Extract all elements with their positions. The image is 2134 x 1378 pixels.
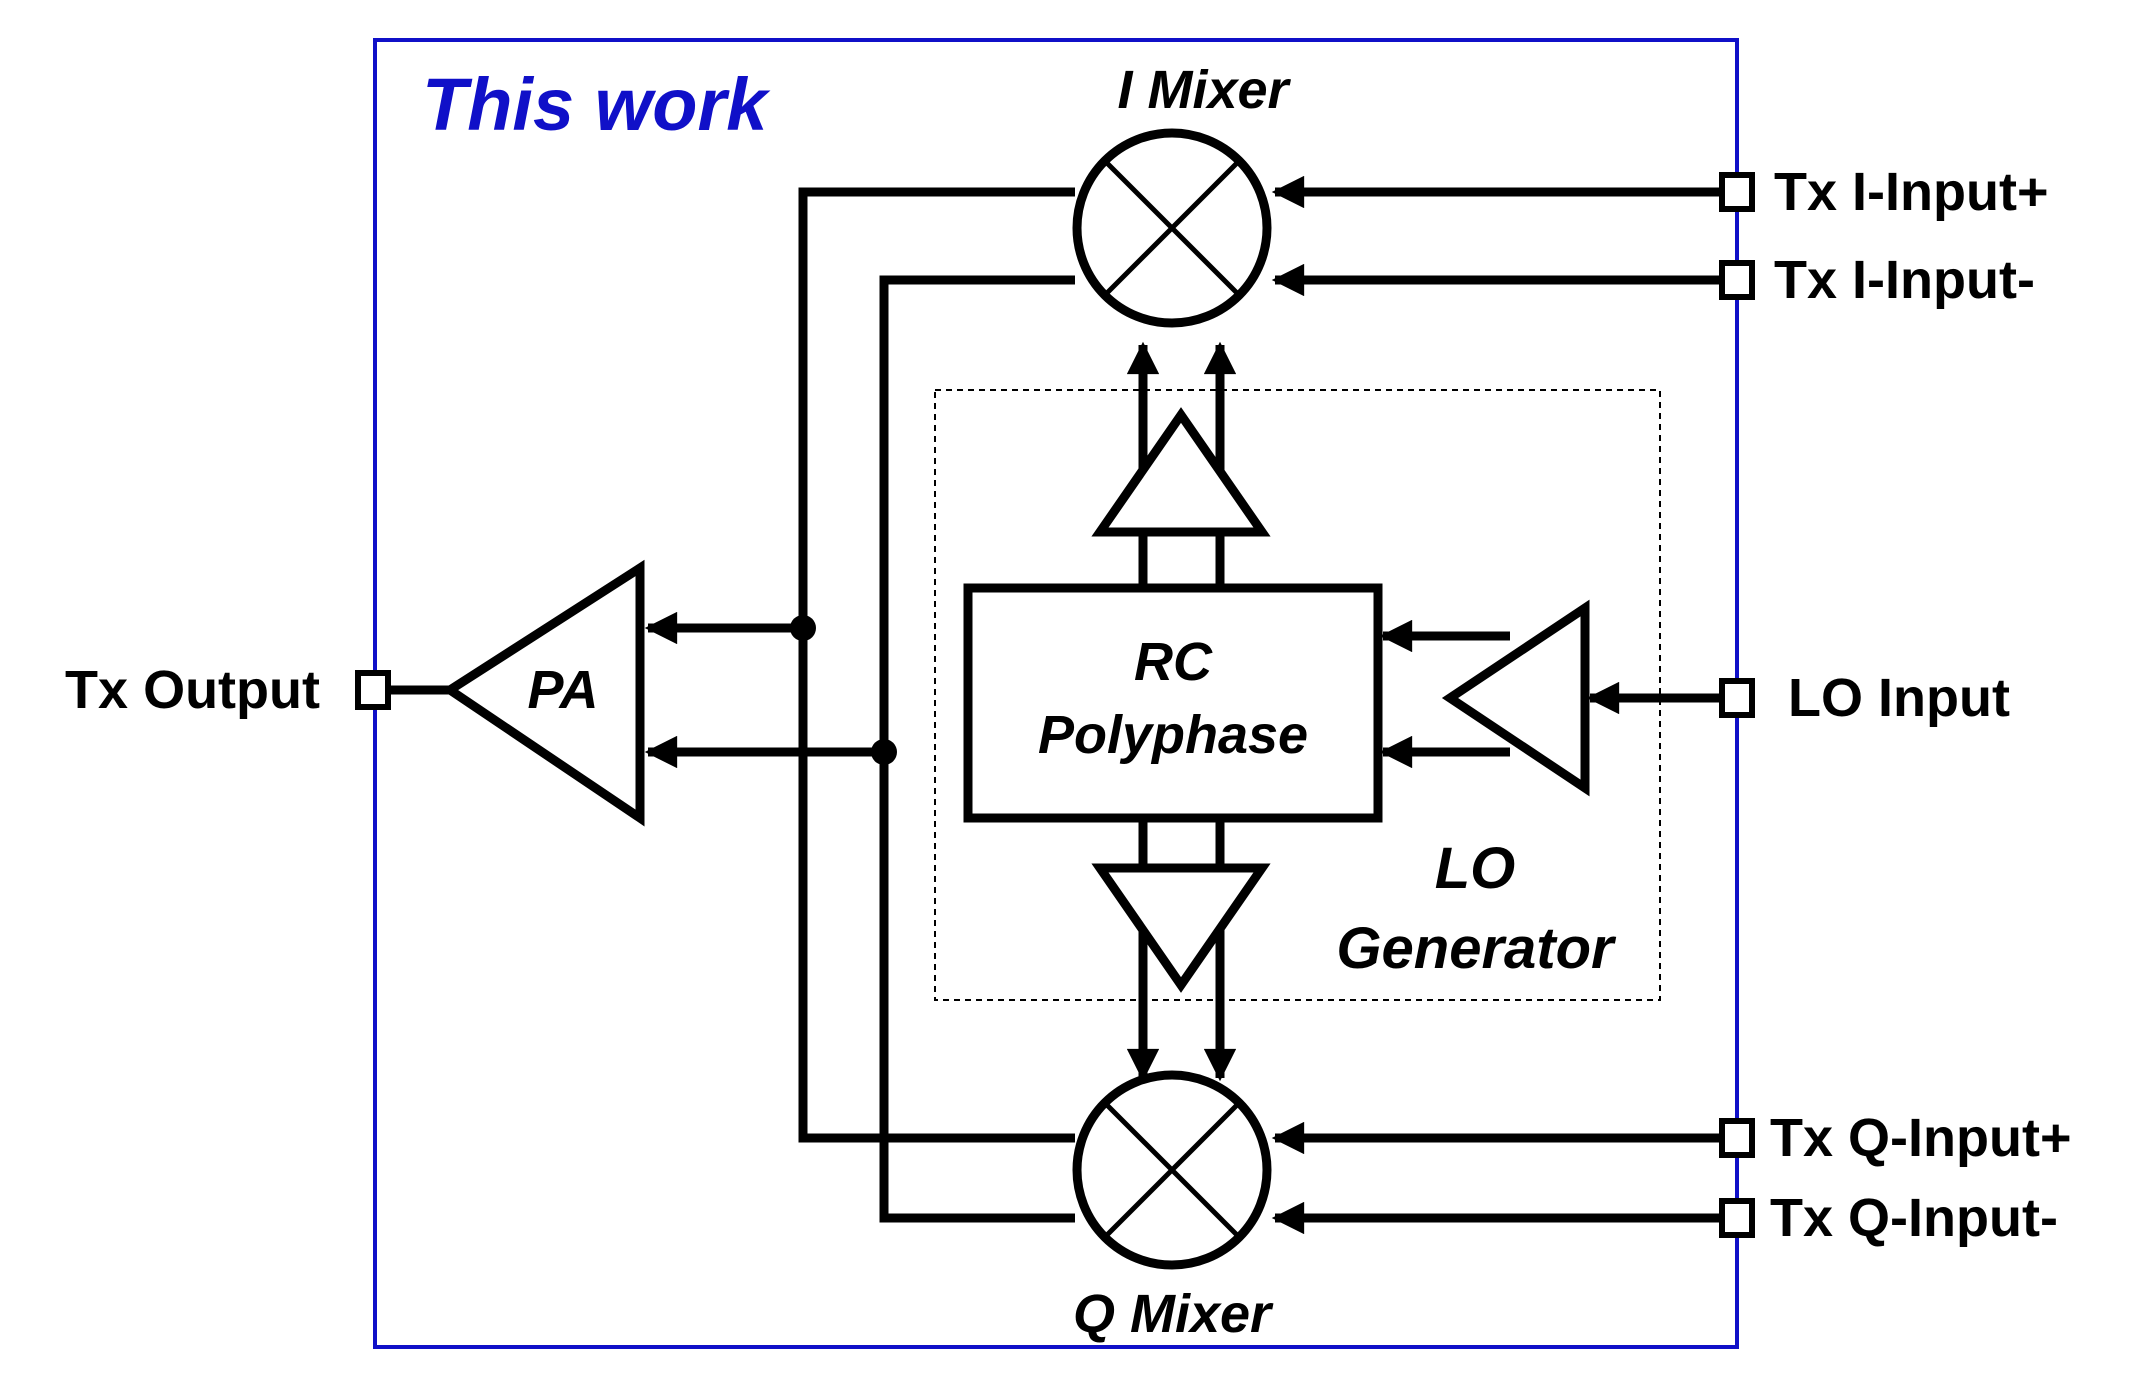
lo-input-port: [1719, 678, 1755, 718]
tx-output-port: [355, 670, 391, 710]
tx-q-plus-label: Tx Q-Input+: [1770, 1108, 2071, 1168]
lo-buffer-wires: [1379, 619, 1510, 769]
lo-input-buffer: [1441, 599, 1590, 797]
lo-generator-label-line1: LO: [1435, 836, 1516, 901]
lo-generator-label-line2: Generator: [1336, 916, 1617, 981]
lo-input-label: LO Input: [1788, 668, 2010, 728]
rc-polyphase-block: [963, 583, 1383, 823]
i-mixer-symbol: [1072, 128, 1272, 328]
rc-polyphase-label-line1: RC: [1134, 632, 1213, 692]
rc-polyphase-label-line2: Polyphase: [1038, 705, 1308, 765]
tx-output-label: Tx Output: [65, 660, 320, 720]
lo-generator-box: [934, 389, 1661, 1001]
tx-q-minus-port: [1719, 1198, 1755, 1238]
tx-q-plus-port: [1719, 1118, 1755, 1158]
q-mixer-label: Q Mixer: [1073, 1284, 1274, 1344]
q-mixer-symbol: [1072, 1070, 1272, 1270]
diagram-title: This work: [422, 63, 771, 146]
tx-q-minus-label: Tx Q-Input-: [1770, 1188, 2058, 1248]
q-lo-buffer: [1091, 863, 1271, 993]
junction-dot: [871, 739, 897, 765]
tx-i-plus-label: Tx I-Input+: [1774, 162, 2048, 222]
pa-symbol: [441, 559, 645, 827]
pa-label: PA: [527, 660, 598, 720]
input-wires: [1271, 175, 1722, 1235]
tx-i-minus-label: Tx I-Input-: [1774, 250, 2035, 310]
i-lo-buffer: [1091, 407, 1271, 537]
junction-dot: [790, 615, 816, 641]
ports: [355, 172, 1755, 1238]
tx-i-plus-port: [1719, 172, 1755, 212]
tx-i-minus-port: [1719, 260, 1755, 300]
i-mixer-label: I Mixer: [1117, 60, 1291, 120]
